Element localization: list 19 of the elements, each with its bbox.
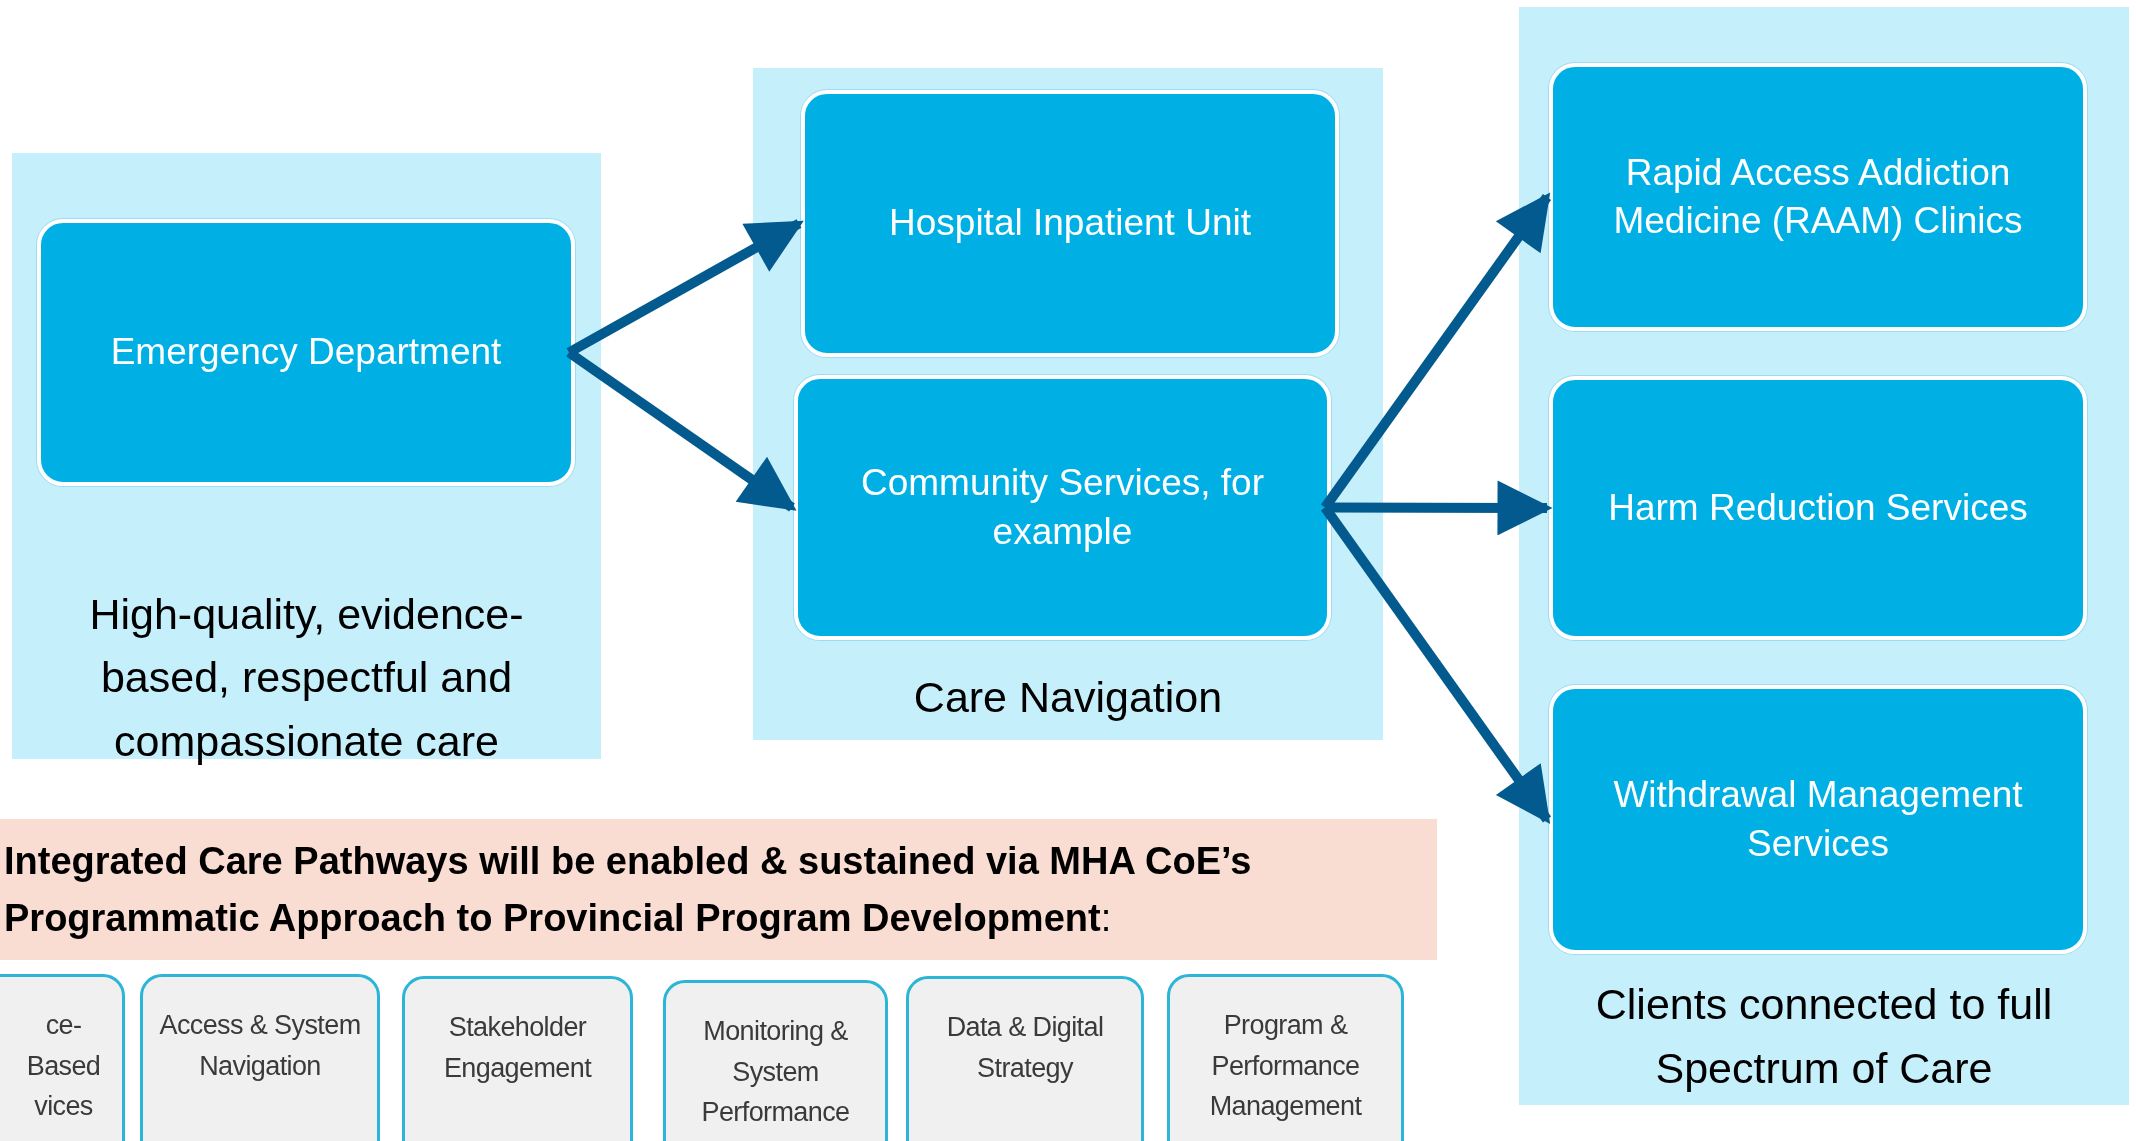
enabler-box: Data & Digital Strategy — [906, 976, 1144, 1141]
group-panel — [1519, 7, 2129, 1105]
process-box: Hospital Inpatient Unit — [801, 90, 1339, 357]
banner: Integrated Care Pathways will be enabled & sustained via MHA CoE’s Programmatic Approach to Provincial Program Development: — [0, 819, 1437, 960]
panel-caption: Clients connected to full Spectrum of Care — [1594, 979, 2054, 1094]
process-box: Emergency Department — [37, 219, 575, 486]
process-box: Community Services, for example — [794, 375, 1331, 640]
panel-caption: Care Navigation — [912, 672, 1224, 724]
enabler-box: Stakeholder Engagement — [402, 976, 633, 1141]
panel-caption: High-quality, evidence-based, respectful and compassionate care — [88, 588, 525, 767]
enabler-box: ce-Based vices — [0, 974, 125, 1141]
arrow — [1320, 504, 1552, 824]
process-box: Rapid Access Addiction Medicine (RAAM) Clinics — [1549, 63, 2087, 331]
enabler-box: Monitoring & System Performance — [663, 980, 888, 1141]
enabler-box: Program & Performance Management — [1167, 974, 1404, 1141]
process-box: Withdrawal Management Services — [1549, 685, 2087, 954]
group-panel — [753, 68, 1383, 740]
enabler-box: Access & System Navigation — [140, 974, 380, 1141]
process-box: Harm Reduction Services — [1549, 376, 2087, 640]
